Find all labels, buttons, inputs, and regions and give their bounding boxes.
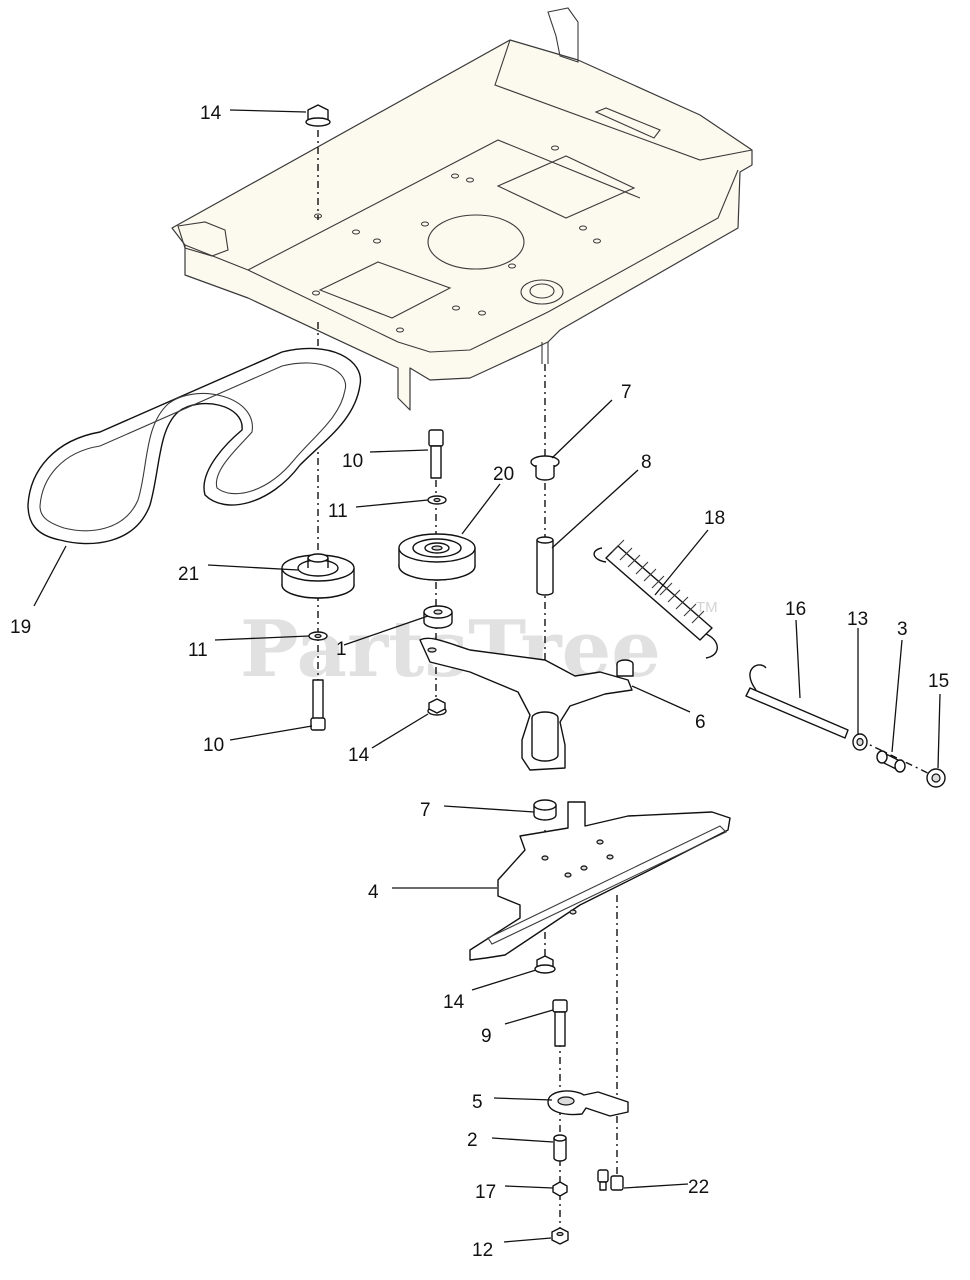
watermark-tm: TM [696, 599, 718, 616]
leader-lines [33, 109, 941, 1243]
idler-pulley-20-icon [398, 533, 476, 581]
callout-11-top: 11 [328, 501, 348, 522]
callout-4: 4 [368, 882, 379, 903]
callout-11-bottom: 11 [188, 640, 208, 661]
callout-20: 20 [493, 464, 514, 485]
nut-13-icon [852, 733, 868, 751]
spacer-3-icon [876, 750, 906, 773]
flange-nut-bottom-icon [534, 955, 556, 974]
callout-2: 2 [467, 1130, 478, 1151]
hardware [281, 104, 946, 1245]
bolt-9-icon [552, 999, 568, 1047]
flange-nut-mid-icon [427, 698, 447, 716]
callout-10-top: 10 [342, 451, 363, 472]
callout-16: 16 [785, 599, 806, 620]
callout-12: 12 [472, 1240, 493, 1261]
callout-15: 15 [928, 671, 949, 692]
callout-21: 21 [178, 564, 199, 585]
sleeve-8-icon [536, 536, 554, 596]
deck-holes [312, 145, 601, 333]
bolt-bottom-icon [310, 679, 326, 731]
spacer-2-icon [553, 1134, 567, 1162]
flange-nut-top-icon [305, 104, 331, 127]
bracket-5-icon [547, 1090, 629, 1117]
fitting-22-icon [597, 1169, 624, 1191]
callout-18: 18 [704, 508, 725, 529]
callout-1: 1 [336, 639, 347, 660]
watermark: PartsTree TM [240, 599, 718, 695]
spacer-1-icon [423, 605, 453, 629]
nut-17-icon [552, 1181, 568, 1197]
callout-14-bottom: 14 [443, 992, 465, 1013]
callout-17: 17 [475, 1182, 496, 1203]
callout-22: 22 [688, 1177, 709, 1198]
callout-5: 5 [472, 1092, 483, 1113]
assembly-axes [317, 130, 939, 1232]
idler-arm-6-icon [419, 637, 634, 771]
callout-8: 8 [641, 452, 652, 473]
callout-7-top: 7 [621, 382, 632, 403]
callout-14-mid: 14 [348, 745, 370, 766]
callout-10-bottom: 10 [203, 735, 224, 756]
callout-19: 19 [10, 617, 31, 638]
cap-nut-15-icon [926, 768, 946, 788]
idler-pulley-21-icon [281, 553, 355, 599]
callout-6: 6 [695, 712, 706, 733]
callout-3: 3 [897, 619, 908, 640]
nut-12-icon [551, 1227, 569, 1245]
bolt-top-icon [428, 429, 444, 479]
bushing-bottom-icon [533, 799, 557, 821]
spring-18-icon [593, 539, 718, 659]
callout-7-bottom: 7 [420, 800, 431, 821]
drive-belt [27, 347, 362, 545]
bracket-plate-4-icon [469, 801, 731, 961]
deck-frame [171, 7, 753, 411]
bushing-top-icon [530, 455, 560, 481]
callout-13: 13 [847, 609, 868, 630]
callout-labels: 14 7 8 10 20 18 11 21 16 13 3 19 11 1 15… [10, 103, 949, 1261]
rod-16-icon [745, 664, 849, 739]
callout-14-top: 14 [200, 103, 222, 124]
callout-9: 9 [481, 1026, 492, 1047]
